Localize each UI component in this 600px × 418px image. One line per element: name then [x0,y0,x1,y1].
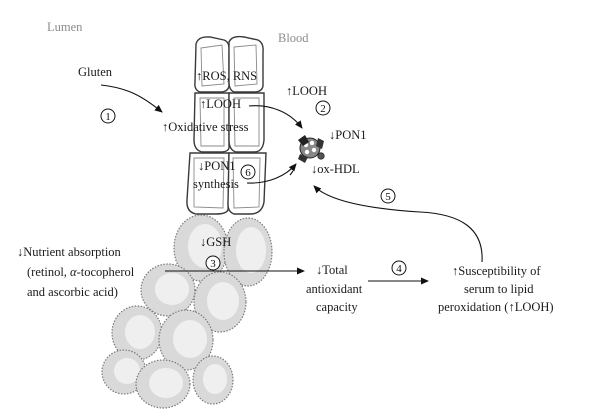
blood-header: Blood [278,31,309,45]
antioxidant-label-line3: capacity [316,300,358,314]
susceptibility-label-line1: ↑Susceptibility of [452,264,541,278]
step-2-marker: 2 [315,100,331,116]
antioxidant-label-line2: antioxidant [306,282,363,296]
step-4-marker: 4 [391,260,407,276]
lumen-header: Lumen [47,20,83,34]
svg-text:2: 2 [320,103,326,115]
epithelial-cells-lower [101,214,273,409]
pon1-synthesis-label-line2: synthesis [193,177,239,191]
svg-text:4: 4 [396,263,402,275]
arrow-5 [313,185,483,263]
ros-rns-label: ↑ROS, RNS [196,69,257,83]
pon1-blood-label: ↓PON1 [329,128,367,142]
oxidative-stress-label: ↑Oxidative stress [162,120,249,134]
arrows [100,84,483,285]
step-markers: 1 2 3 4 5 6 [100,100,407,276]
gsh-label: ↓GSH [200,235,231,249]
nutrient-label-line3: and ascorbic acid) [27,285,118,299]
arrow-6 [246,163,297,184]
step-3-marker: 3 [205,255,221,271]
ox-hdl-label: ↓ox-HDL [311,162,360,176]
tick-mark [289,170,294,176]
arrow-1 [100,84,163,113]
svg-text:1: 1 [105,111,111,123]
step-5-marker: 5 [380,188,396,204]
looh-cell-label: ↑LOOH [200,97,241,111]
intestinal-villus [101,35,273,409]
susceptibility-label-line2: serum to lipid [464,282,534,296]
nutrient-label-line2: (retinol, α-tocopherol [27,265,135,279]
svg-text:5: 5 [385,191,391,203]
svg-text:6: 6 [245,167,251,179]
svg-text:3: 3 [210,258,216,270]
susceptibility-label-line3: peroxidation (↑LOOH) [438,300,554,314]
step-6-marker: 6 [240,164,256,180]
arrow-2 [248,105,303,129]
pon1-synthesis-label-line1: ↓PON1 [198,159,236,173]
nutrient-label-line1: ↓Nutrient absorption [17,245,122,259]
step-1-marker: 1 [100,108,116,124]
antioxidant-label-line1: ↓Total [316,263,348,277]
gluten-label: Gluten [78,65,113,79]
hdl-particle-icon [298,135,325,163]
looh-blood-label: ↑LOOH [286,84,327,98]
